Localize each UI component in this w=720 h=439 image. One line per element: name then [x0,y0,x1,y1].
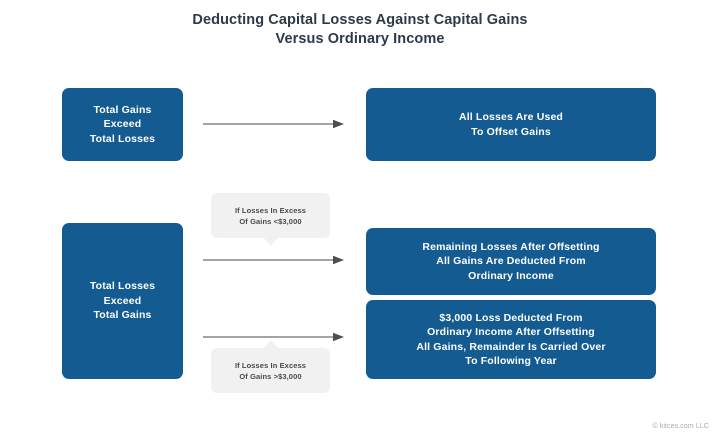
callout-losses-in-excess-over-3000: If Losses In Excess Of Gains >$3,000 [211,340,330,393]
node-3000-loss-deducted-remainder-carried-over: $3,000 Loss Deducted From Ordinary Incom… [366,300,656,379]
title-line-1: Deducting Capital Losses Against Capital… [192,12,528,28]
node-line: All Gains, Remainder Is Carried Over [416,340,606,353]
node-remaining-losses-deducted-from-ordinary-income: Remaining Losses After Offsetting All Ga… [366,228,656,295]
node-line: All Gains Are Deducted From [436,255,586,268]
node-line: All Losses Are Used [459,111,563,123]
node-line: Total Gains [93,103,152,116]
arrow-row-3 [203,332,344,342]
title-line-2: Versus Ordinary Income [275,31,445,47]
node-line: Exceed [103,118,142,131]
node-line: Total Gains [93,309,152,322]
node-total-gains-exceed-total-losses: Total Gains Exceed Total Losses [62,88,183,161]
page-title: Deducting Capital Losses Against Capital… [0,11,720,49]
node-line: Ordinary Income [468,269,554,282]
arrow-row-1 [203,119,344,129]
node-line: Total Losses [89,280,156,293]
callout-line: If Losses In Excess [234,360,307,370]
node-line: Exceed [103,294,142,307]
arrow-row-2 [203,255,344,265]
footer-attribution: © kitces.com LLC [652,423,709,430]
node-line: Ordinary Income After Offsetting [427,326,595,338]
callout-losses-in-excess-under-3000: If Losses In Excess Of Gains <$3,000 [211,193,330,246]
callout-line: Of Gains <$3,000 [239,216,302,226]
node-line: $3,000 Loss Deducted From [439,311,583,324]
node-all-losses-are-used-to-offset-gains: All Losses Are Used To Offset Gains [366,88,656,161]
node-line: To Offset Gains [471,125,551,138]
node-line: To Following Year [465,355,557,367]
node-line: Remaining Losses After Offsetting [422,240,600,253]
node-line: Total Losses [89,132,156,145]
callout-line: If Losses In Excess [234,205,307,215]
node-total-losses-exceed-total-gains: Total Losses Exceed Total Gains [62,223,183,379]
callout-line: Of Gains >$3,000 [239,371,302,381]
